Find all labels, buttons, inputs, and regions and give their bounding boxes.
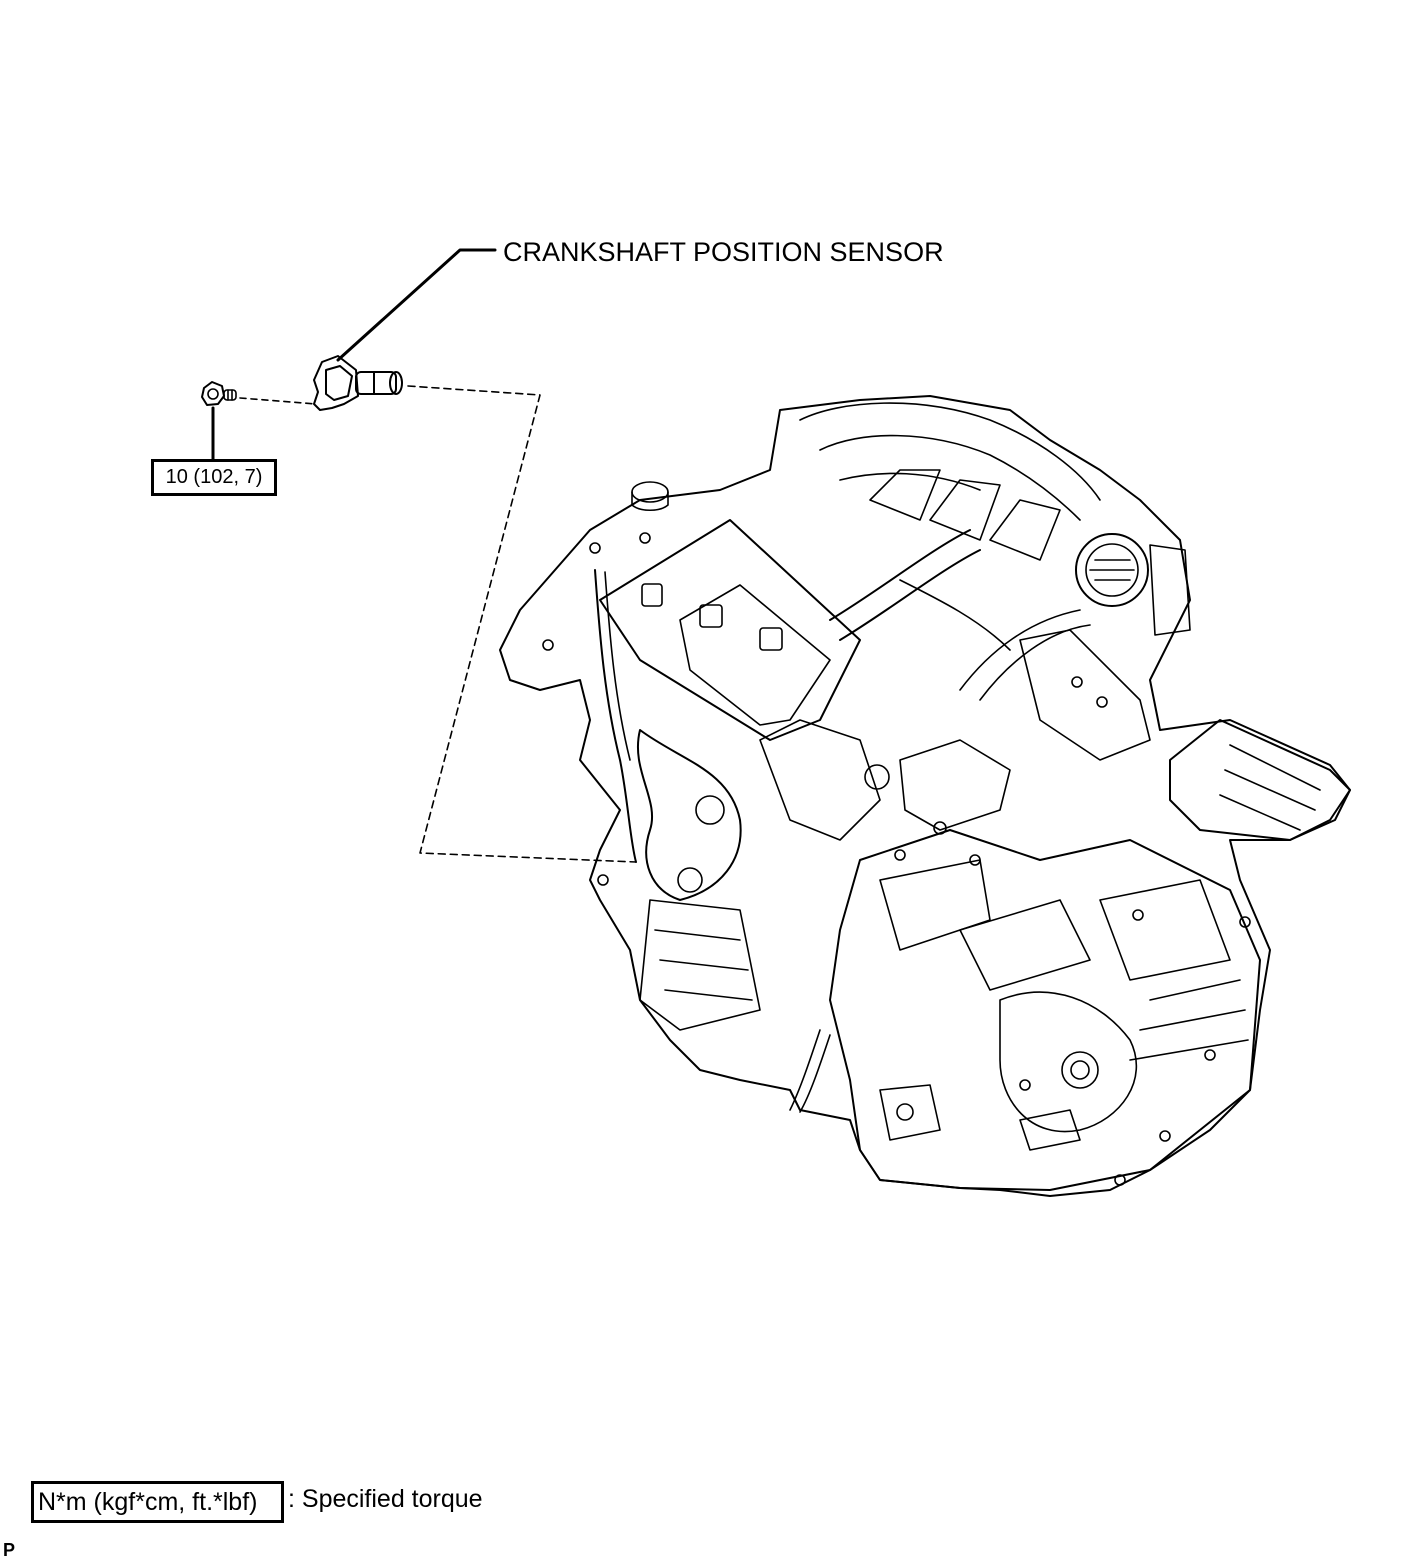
bolt-to-sensor-dashed-line: [239, 397, 317, 405]
bolt-icon: [201, 381, 237, 406]
engine-assembly-icon: [499, 395, 1351, 1197]
legend-description: : Specified torque: [288, 1485, 483, 1513]
bolt-torque-callout: 10 (102, 7): [151, 459, 277, 496]
crankshaft-position-sensor-label: CRANKSHAFT POSITION SENSOR: [503, 237, 944, 267]
crankshaft-position-sensor-icon: [313, 355, 403, 411]
sensor-to-engine-dashed-line: [407, 385, 637, 863]
sensor-leader-line: [336, 248, 497, 362]
page-mark: P: [3, 1540, 16, 1560]
legend-torque-unit-box: N*m (kgf*cm, ft.*lbf): [31, 1481, 284, 1523]
